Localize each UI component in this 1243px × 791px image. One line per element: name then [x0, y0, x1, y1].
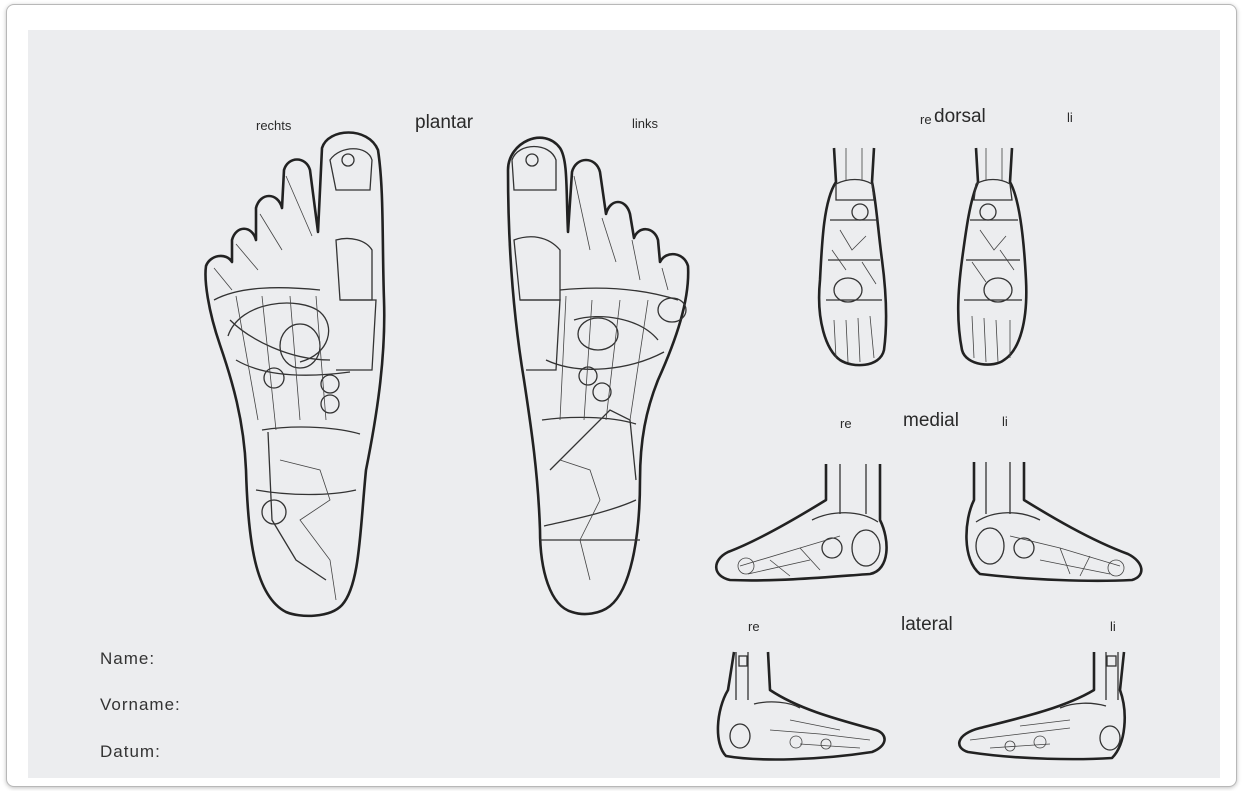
- vorname-field-label: Vorname:: [100, 695, 181, 715]
- lateral-title: lateral: [901, 614, 953, 636]
- left-foot-lateral-drawing: [959, 652, 1124, 759]
- lateral-left-label: li: [1110, 619, 1116, 634]
- plantar-right-label: rechts: [256, 118, 291, 133]
- dorsal-right-label: re: [920, 112, 932, 127]
- medial-right-label: re: [840, 416, 852, 431]
- left-foot-plantar-drawing: [508, 138, 688, 614]
- right-foot-plantar-drawing: [206, 133, 385, 616]
- left-foot-medial-drawing: [966, 462, 1141, 581]
- medial-title: medial: [903, 410, 959, 432]
- medial-left-label: li: [1002, 414, 1008, 429]
- lateral-right-label: re: [748, 619, 760, 634]
- plantar-title: plantar: [415, 112, 473, 134]
- right-foot-medial-drawing: [716, 464, 886, 580]
- right-foot-lateral-drawing: [718, 652, 885, 759]
- name-field-label: Name:: [100, 649, 155, 669]
- datum-field-label: Datum:: [100, 742, 161, 762]
- plantar-left-label: links: [632, 116, 658, 131]
- left-foot-dorsal-drawing: [958, 148, 1026, 365]
- dorsal-left-label: li: [1067, 110, 1073, 125]
- dorsal-title: dorsal: [934, 106, 986, 128]
- right-foot-dorsal-drawing: [819, 148, 886, 365]
